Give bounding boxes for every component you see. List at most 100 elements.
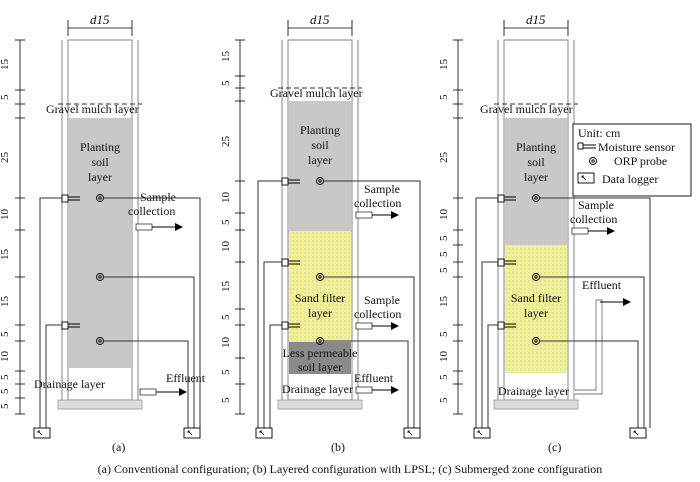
dim-a-4: 15 — [0, 249, 11, 261]
moisture-sensor-icon — [577, 142, 596, 150]
moisture-sensor-c — [497, 194, 516, 330]
data-logger-b-2 — [403, 427, 421, 439]
sample-label-c-2: collection — [570, 212, 617, 226]
drainage-label-b: Drainage layer — [282, 382, 353, 396]
dim-a-3: 10 — [0, 209, 11, 221]
orp-probe-c — [532, 194, 540, 345]
soil-label-b-1: Planting — [300, 123, 340, 137]
planting-soil-fill-a — [69, 118, 131, 368]
drainage-label-c: Drainage layer — [498, 384, 569, 398]
sample-label-b2-2: collection — [354, 307, 401, 321]
soil-label-a-3: layer — [88, 170, 112, 184]
legend-unit: Unit: cm — [578, 126, 621, 140]
dim-b-8: 10 — [220, 337, 232, 349]
orp-probe-icon — [589, 157, 597, 165]
less-permeable-label-b-1: Less permeable — [283, 346, 358, 360]
base-plate-c — [493, 399, 579, 410]
dim-c-2: 25 — [438, 152, 450, 164]
dim-c-10: 5 — [438, 374, 450, 380]
dim-b-2: 25 — [220, 136, 232, 148]
dim-b-10: 5 — [220, 397, 232, 403]
dim-c-3: 10 — [438, 209, 450, 221]
panel-c: d15 Gravel mulch layer Planting soil lay… — [438, 12, 651, 454]
dim-c-8: 5 — [438, 331, 450, 337]
dim-b-6: 15 — [220, 281, 232, 293]
legend-logger: Data logger — [602, 172, 658, 186]
soil-label-a-1: Planting — [80, 140, 120, 154]
sample-label-b1-2: collection — [354, 196, 401, 210]
dim-a-10: 5 — [0, 403, 11, 409]
sand-label-b-2: layer — [308, 306, 332, 320]
sand-filter-fill-c — [505, 245, 567, 373]
soil-label-a-2: soil — [91, 155, 109, 169]
dim-a-2: 25 — [0, 152, 11, 164]
panel-label-b: (b) — [331, 440, 345, 454]
dim-c-5: 5 — [438, 251, 450, 257]
dim-b-4: 5 — [220, 219, 232, 225]
moisture-sensor-b — [281, 177, 300, 330]
panel-label-c: (c) — [548, 440, 561, 454]
dim-c-7: 15 — [438, 296, 450, 308]
data-logger-a-2 — [183, 427, 201, 439]
sand-label-c-2: layer — [524, 306, 548, 320]
sample-label-b2-1: Sample — [364, 293, 400, 307]
dim-c-4: 5 — [438, 235, 450, 241]
dim-a-7: 10 — [0, 351, 11, 363]
orp-probe-a — [96, 194, 104, 345]
dim-b-1: 5 — [220, 80, 232, 86]
data-logger-a-1 — [33, 427, 51, 439]
gravel-label-a: Gravel mulch layer — [46, 102, 139, 116]
dim-c-1: 5 — [438, 94, 450, 100]
legend-orp: ORP probe — [614, 154, 667, 168]
drainage-label-a: Drainage layer — [34, 377, 105, 391]
dim-b-9: 5 — [220, 369, 232, 375]
dim-a-1: 5 — [0, 94, 11, 100]
dim-c-0: 15 — [438, 59, 450, 71]
dim-b-5: 10 — [220, 241, 232, 253]
base-plate-a — [57, 399, 143, 410]
dim-c-9: 10 — [438, 351, 450, 363]
sand-label-c-1: Sand filter — [511, 291, 561, 305]
dim-b-7: 5 — [220, 314, 232, 320]
soil-label-b-3: layer — [308, 153, 332, 167]
submerged-riser-pipe — [574, 299, 603, 395]
orp-probe-b — [316, 177, 324, 345]
gravel-label-c: Gravel mulch layer — [480, 102, 573, 116]
dim-a-6: 5 — [0, 331, 11, 337]
panel-label-a: (a) — [112, 440, 125, 454]
dim-a-9: 5 — [0, 388, 11, 394]
dim-b-0: 15 — [220, 51, 232, 63]
effluent-label-c: Effluent — [582, 278, 622, 292]
dim-c-6: 5 — [438, 267, 450, 273]
sample-label-b1-1: Sample — [364, 182, 400, 196]
legend: Unit: cm Moisture sensor ORP probe Data … — [572, 123, 692, 197]
sand-filter-fill-b — [289, 231, 351, 342]
planting-soil-fill-c — [505, 118, 567, 245]
data-logger-c-2 — [629, 427, 647, 439]
dimension-ladder-b — [235, 39, 245, 415]
data-logger-b-1 — [255, 427, 273, 439]
dim-a-8: 5 — [0, 374, 11, 380]
diameter-label-b: d15 — [310, 12, 330, 27]
soil-label-c-1: Planting — [516, 140, 556, 154]
dim-a-0: 15 — [0, 59, 11, 71]
soil-label-c-2: soil — [527, 155, 545, 169]
dim-a-5: 15 — [0, 296, 11, 308]
panel-a: d15 Gravel mulch layer Planting soil lay… — [0, 12, 206, 454]
sample-label-c-1: Sample — [578, 198, 614, 212]
legend-moisture: Moisture sensor — [598, 140, 675, 154]
soil-label-c-3: layer — [524, 170, 548, 184]
panel-b: d15 Gravel mulch layer Planting soil lay… — [220, 12, 421, 454]
base-plate-b — [277, 399, 363, 410]
dimension-ladder-a — [15, 39, 25, 415]
gravel-label-b: Gravel mulch layer — [270, 86, 363, 100]
dimension-ladder-c — [453, 39, 463, 415]
dim-b-3: 10 — [220, 192, 232, 204]
sand-label-b-1: Sand filter — [295, 291, 345, 305]
figure-caption: (a) Conventional configuration; (b) Laye… — [98, 462, 603, 476]
data-logger-icon — [577, 172, 595, 184]
sample-label-a-2: collection — [128, 204, 175, 218]
planting-soil-fill-b — [289, 101, 351, 231]
less-permeable-label-b-2: soil layer — [298, 360, 342, 374]
